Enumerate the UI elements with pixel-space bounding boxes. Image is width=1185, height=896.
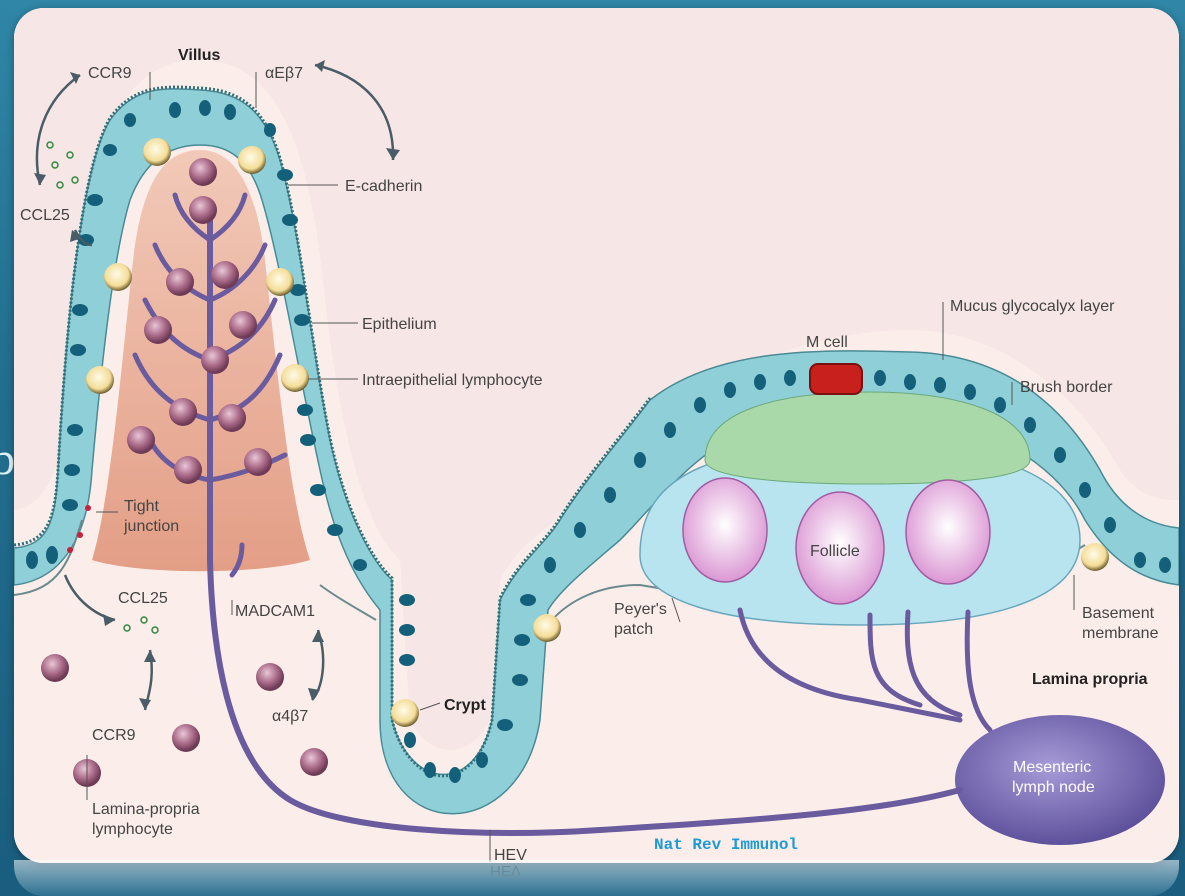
label-mucus-layer: Mucus glycocalyx layer <box>950 298 1115 315</box>
label-mesenteric-2: lymph node <box>1012 779 1095 796</box>
label-follicle: Follicle <box>810 543 860 560</box>
label-peyers-patch-1: Peyer's <box>614 601 667 618</box>
follicle-right <box>906 480 990 584</box>
label-ccr9-top: CCR9 <box>88 65 132 82</box>
panel-reflection: HEV <box>14 860 1179 896</box>
label-mesenteric-1: Mesenteric <box>1013 759 1091 776</box>
label-brush-border: Brush border <box>1020 379 1113 396</box>
label-ccl25-top: CCL25 <box>20 207 70 224</box>
label-lamina-propria-lymphocyte-2: lymphocyte <box>92 821 173 838</box>
diagram-panel: Villus CCR9 αEβ7 CCL25 E-cadherin Epithe… <box>14 8 1179 863</box>
label-crypt: Crypt <box>444 697 486 714</box>
label-ccl25-bottom: CCL25 <box>118 590 168 607</box>
label-basement-membrane-2: membrane <box>1082 625 1159 642</box>
label-tight-junction-1: Tight <box>124 498 160 515</box>
label-peyers-patch-2: patch <box>614 621 653 638</box>
label-lamina-propria: Lamina propria <box>1032 671 1148 688</box>
label-madcam1: MADCAM1 <box>235 603 315 620</box>
label-m-cell: M cell <box>806 334 848 351</box>
label-tight-junction-2: junction <box>123 518 179 535</box>
label-lamina-propria-lymphocyte-1: Lamina-propria <box>92 801 200 818</box>
label-epithelium: Epithelium <box>362 316 437 333</box>
m-cell <box>810 364 862 394</box>
figure-credit: Nat Rev Immunol <box>654 836 798 854</box>
follicle-left <box>683 478 767 582</box>
label-intraepithelial-lymphocyte: Intraepithelial lymphocyte <box>362 372 543 389</box>
label-ccr9-bottom: CCR9 <box>92 727 136 744</box>
label-alpha4-beta7: α4β7 <box>272 708 308 725</box>
label-e-cadherin: E-cadherin <box>345 178 422 195</box>
label-basement-membrane-1: Basement <box>1082 605 1155 622</box>
label-villus: Villus <box>178 47 220 64</box>
intestinal-immune-diagram: Villus CCR9 αEβ7 CCL25 E-cadherin Epithe… <box>14 8 1179 863</box>
label-alpha-e-beta7: αEβ7 <box>265 65 303 82</box>
reflection-text: HEV <box>490 862 521 879</box>
